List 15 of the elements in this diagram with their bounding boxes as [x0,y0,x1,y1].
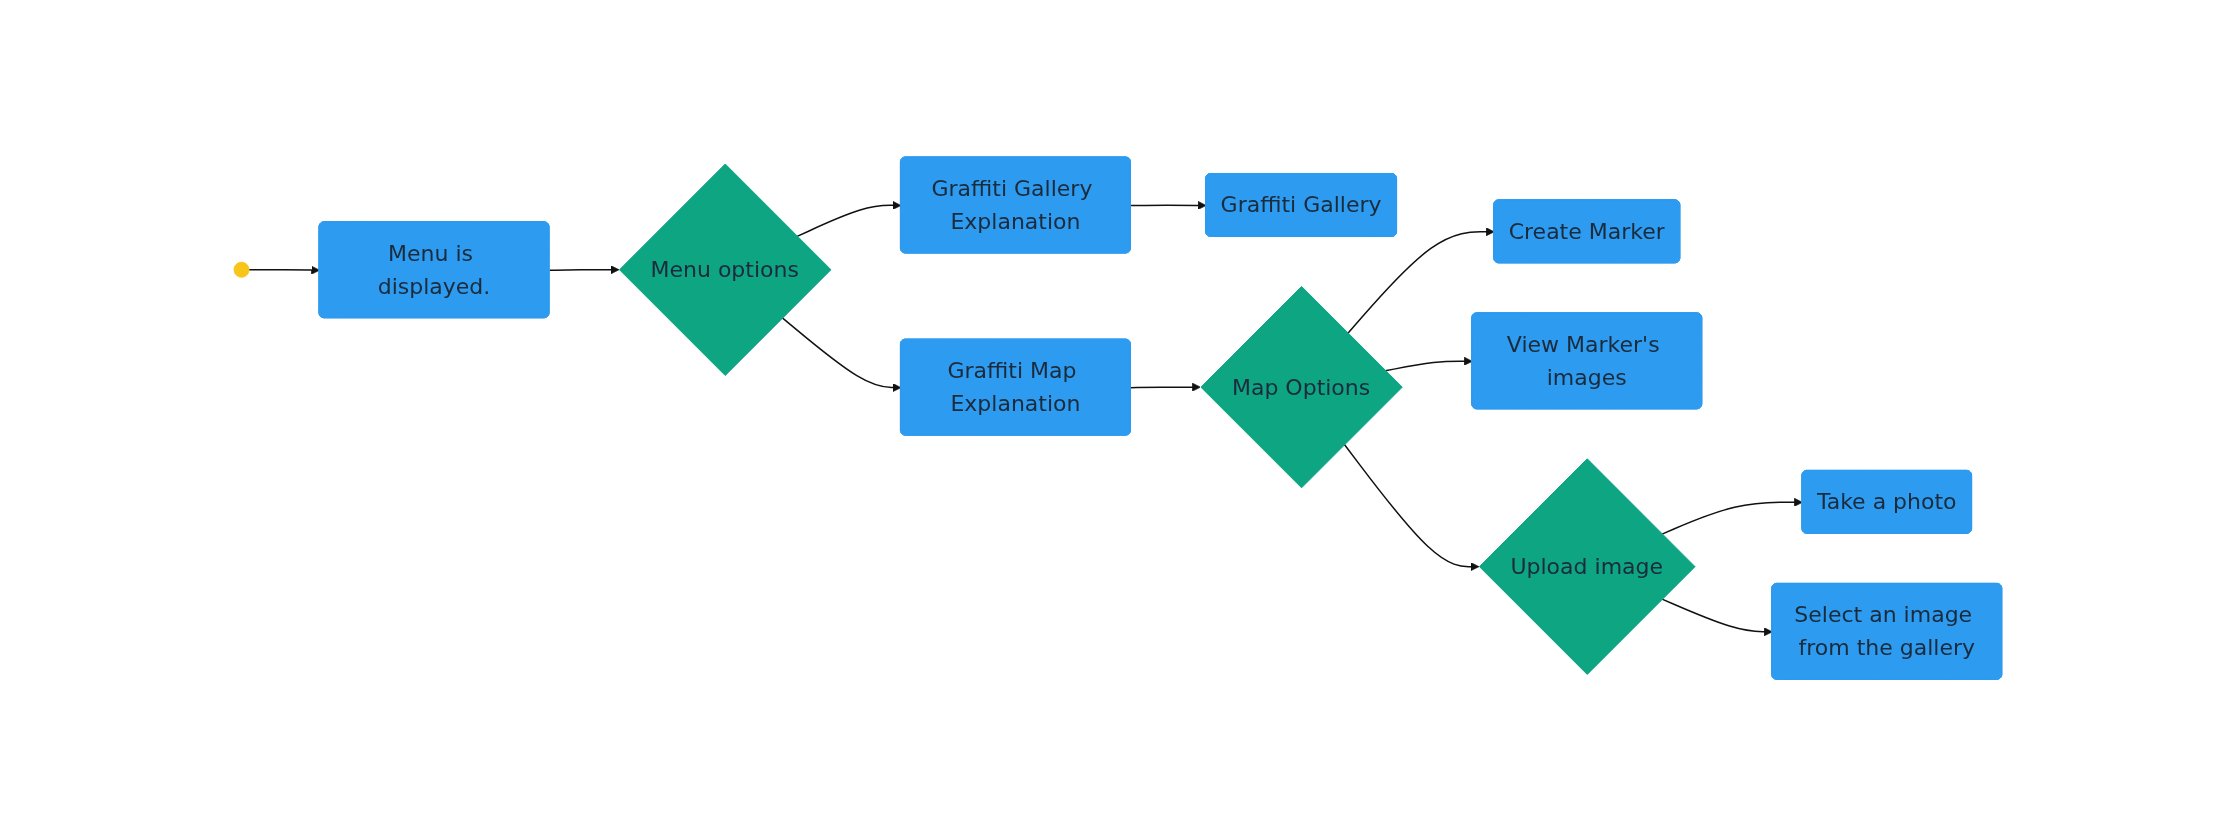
node-circle [233,261,250,278]
arrow [1129,200,1207,210]
arrow [548,265,620,274]
arrow [1343,443,1479,571]
arrow [796,200,901,237]
node-diamond: Menu options [618,163,832,376]
arrow [247,265,320,275]
arrow [1660,598,1773,636]
node-diamond: Map Options [1200,285,1403,489]
node-diamond: Upload image [1478,458,1696,675]
arrow [1346,227,1495,334]
arrow [781,316,901,392]
arrow [1660,497,1803,535]
arrow [1129,382,1201,392]
arrow [1384,356,1473,372]
